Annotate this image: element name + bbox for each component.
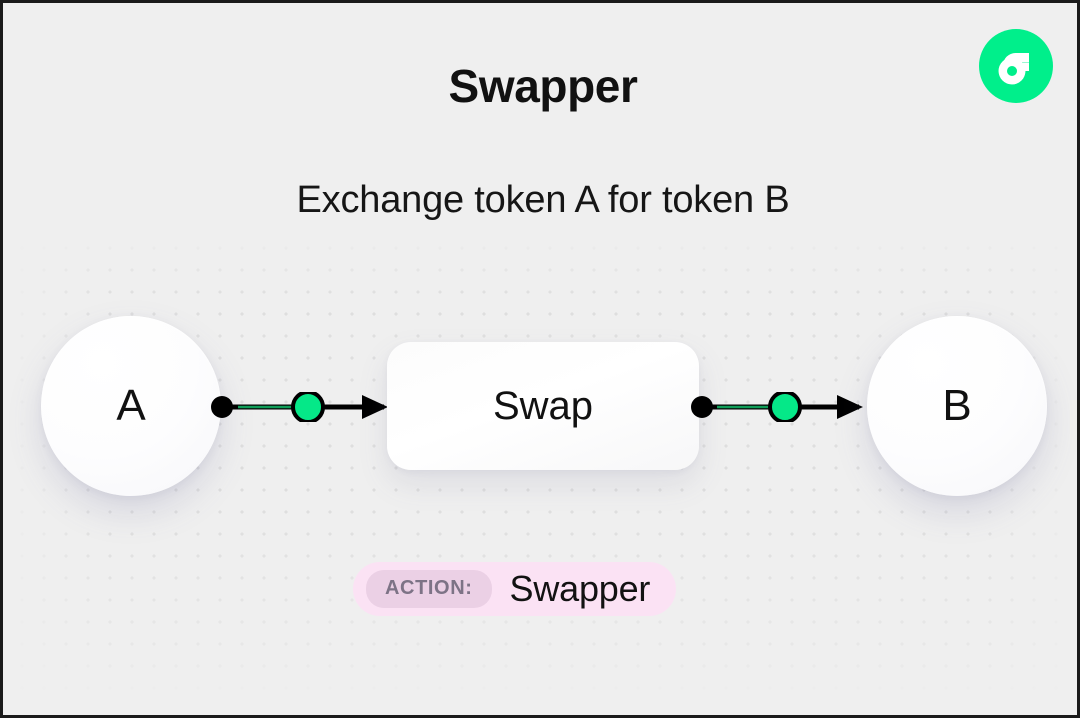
action-badge: ACTION: Swapper bbox=[353, 562, 677, 616]
connector-a-to-swap bbox=[208, 390, 390, 424]
connector-midpoint-dot bbox=[768, 390, 802, 424]
token-node-a-label: A bbox=[116, 381, 146, 430]
connector-start-dot bbox=[211, 396, 233, 418]
token-node-a[interactable]: A bbox=[41, 316, 221, 496]
action-value: Swapper bbox=[509, 568, 651, 609]
page-title: Swapper bbox=[448, 60, 638, 112]
flow-logo-icon bbox=[979, 29, 1053, 103]
action-chip-label: ACTION: bbox=[366, 570, 492, 608]
connector-swap-to-b bbox=[689, 390, 865, 424]
token-node-b[interactable]: B bbox=[867, 316, 1047, 496]
connector-midpoint-dot bbox=[291, 390, 325, 424]
token-node-b-label: B bbox=[942, 381, 972, 430]
arrow-head-icon bbox=[362, 395, 388, 419]
connector-start-dot bbox=[691, 396, 713, 418]
swap-box[interactable]: Swap bbox=[387, 342, 699, 470]
swap-box-label: Swap bbox=[492, 383, 594, 428]
arrow-head-icon bbox=[837, 395, 863, 419]
page-subtitle: Exchange token A for token B bbox=[296, 179, 790, 221]
